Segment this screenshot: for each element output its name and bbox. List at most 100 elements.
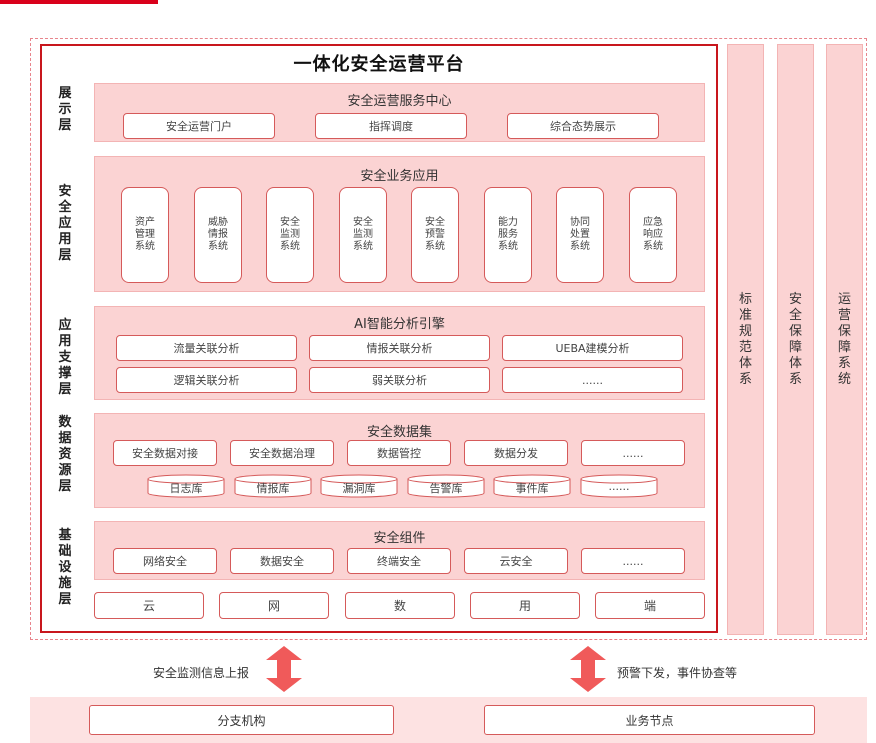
data-item-control: 数据管控	[347, 440, 451, 466]
layer-label-app-support-char: 层	[58, 382, 72, 397]
app-item-monitor-2: 安全监测系统	[339, 187, 387, 283]
store-event-label: 事件库	[515, 482, 549, 495]
side-security-label: 安全保障体系	[788, 291, 802, 387]
layer-label-data-resource-char: 据	[58, 431, 72, 446]
bottom-branch: 分支机构	[89, 705, 394, 735]
side-security-guarantee: 安全保障体系	[777, 44, 814, 635]
side-standards-system: 标准规范体系	[727, 44, 764, 635]
app-item-monitor-1: 安全监测系统	[266, 187, 314, 283]
top-accent-bar	[0, 0, 158, 4]
layer-label-data-resource-char: 数	[58, 415, 72, 430]
bottom-business-node: 业务节点	[484, 705, 815, 735]
layer-label-app-support-char: 用	[58, 334, 72, 349]
display-panel-title: 安全运营服务中心	[347, 94, 452, 109]
layer-label-security-app-char: 应	[58, 216, 72, 231]
layer-label-security-app-char: 用	[58, 232, 72, 247]
side-standards-label: 标准规范体系	[738, 291, 752, 387]
outer-dashed-frame	[30, 38, 867, 640]
double-arrow-left-icon	[266, 646, 302, 692]
base-network: 网	[219, 592, 329, 619]
base-cloud: 云	[94, 592, 204, 619]
data-item-ingest: 安全数据对接	[113, 440, 217, 466]
component-item-network: 网络安全	[113, 548, 217, 574]
security-app-panel: 安全业务应用 资产管理系统 威胁情报系统 安全监测系统 安全监测系统 安全预警系…	[94, 156, 705, 292]
layer-label-infrastructure: 基础设施层	[48, 528, 82, 608]
display-item-situation: 综合态势展示	[507, 113, 659, 139]
display-item-dispatch: 指挥调度	[315, 113, 467, 139]
ai-item-logic: 逻辑关联分析	[116, 367, 297, 393]
ai-item-intel: 情报关联分析	[309, 335, 490, 361]
base-application: 用	[470, 592, 580, 619]
double-arrow-right-icon	[570, 646, 606, 692]
layer-label-security-app-char: 安	[58, 184, 72, 199]
app-item-warning: 安全预警系统	[411, 187, 459, 283]
store-alert-label: 告警库	[429, 482, 463, 495]
security-component-panel-title: 安全组件	[373, 531, 426, 546]
cylinder-icon	[493, 474, 571, 498]
app-item-emergency: 应急响应系统	[629, 187, 677, 283]
layer-label-infrastructure-char: 施	[58, 576, 72, 591]
store-alert: 告警库	[407, 474, 485, 498]
store-log: 日志库	[147, 474, 225, 498]
base-data: 数	[345, 592, 455, 619]
layer-label-infrastructure-char: 设	[58, 560, 72, 575]
ai-engine-panel: AI智能分析引擎 流量关联分析 情报关联分析 UEBA建模分析 逻辑关联分析 弱…	[94, 306, 705, 400]
layer-label-display-char: 层	[58, 118, 72, 133]
component-item-more: ......	[581, 548, 685, 574]
data-set-panel-title: 安全数据集	[366, 425, 432, 440]
data-item-more: ......	[581, 440, 685, 466]
component-item-endpoint: 终端安全	[347, 548, 451, 574]
display-panel: 安全运营服务中心 安全运营门户 指挥调度 综合态势展示	[94, 83, 705, 142]
cylinder-icon	[147, 474, 225, 498]
base-terminal: 端	[595, 592, 705, 619]
layer-label-display: 展示层	[48, 86, 82, 134]
cylinder-icon	[320, 474, 398, 498]
layer-label-display-char: 展	[58, 86, 72, 101]
cylinder-icon	[407, 474, 485, 498]
ai-item-ueba: UEBA建模分析	[502, 335, 683, 361]
layer-label-security-app-char: 层	[58, 248, 72, 263]
side-operation-guarantee: 运营保障系统	[826, 44, 863, 635]
layer-label-app-support-char: 应	[58, 318, 72, 333]
component-item-cloud: 云安全	[464, 548, 568, 574]
layer-label-infrastructure-char: 层	[58, 592, 72, 607]
layer-label-data-resource-char: 源	[58, 463, 72, 478]
layer-label-app-support: 应用支撑层	[48, 318, 82, 398]
store-vuln-label: 漏洞库	[342, 482, 376, 495]
layer-label-data-resource: 数据资源层	[48, 415, 82, 495]
store-intel: 情报库	[234, 474, 312, 498]
cylinder-icon	[234, 474, 312, 498]
arrow-right-label: 预警下发，事件协查等	[617, 666, 738, 680]
layer-label-infrastructure-char: 基	[58, 528, 72, 543]
layer-label-display-char: 示	[58, 102, 72, 117]
data-item-govern: 安全数据治理	[230, 440, 334, 466]
cylinder-icon	[580, 474, 658, 498]
app-item-cooperation: 协同处置系统	[556, 187, 604, 283]
security-app-panel-title: 安全业务应用	[360, 169, 439, 184]
ai-item-weak: 弱关联分析	[309, 367, 490, 393]
ai-engine-panel-title: AI智能分析引擎	[354, 317, 445, 332]
store-intel-label: 情报库	[256, 482, 290, 495]
platform-title: 一体化安全运营平台	[293, 54, 465, 75]
store-more: ......	[580, 474, 658, 498]
store-vuln: 漏洞库	[320, 474, 398, 498]
app-item-threat-intel: 威胁情报系统	[194, 187, 242, 283]
store-more-label: ......	[608, 480, 630, 493]
layer-label-security-app: 安全应用层	[48, 184, 82, 264]
app-item-capability: 能力服务系统	[484, 187, 532, 283]
data-set-panel: 安全数据集 安全数据对接 安全数据治理 数据管控 数据分发 ...... 日志库…	[94, 413, 705, 508]
display-item-portal: 安全运营门户	[123, 113, 275, 139]
layer-label-app-support-char: 撑	[58, 366, 72, 381]
layer-label-data-resource-char: 层	[58, 479, 72, 494]
ai-item-more: ......	[502, 367, 683, 393]
ai-item-traffic: 流量关联分析	[116, 335, 297, 361]
store-event: 事件库	[493, 474, 571, 498]
arrow-left-label: 安全监测信息上报	[153, 666, 250, 680]
layer-label-security-app-char: 全	[58, 200, 72, 215]
layer-label-data-resource-char: 资	[58, 447, 72, 462]
store-log-label: 日志库	[169, 482, 203, 495]
security-component-panel: 安全组件 网络安全 数据安全 终端安全 云安全 ......	[94, 521, 705, 580]
layer-label-app-support-char: 支	[58, 350, 72, 365]
data-item-distribute: 数据分发	[464, 440, 568, 466]
component-item-data: 数据安全	[230, 548, 334, 574]
